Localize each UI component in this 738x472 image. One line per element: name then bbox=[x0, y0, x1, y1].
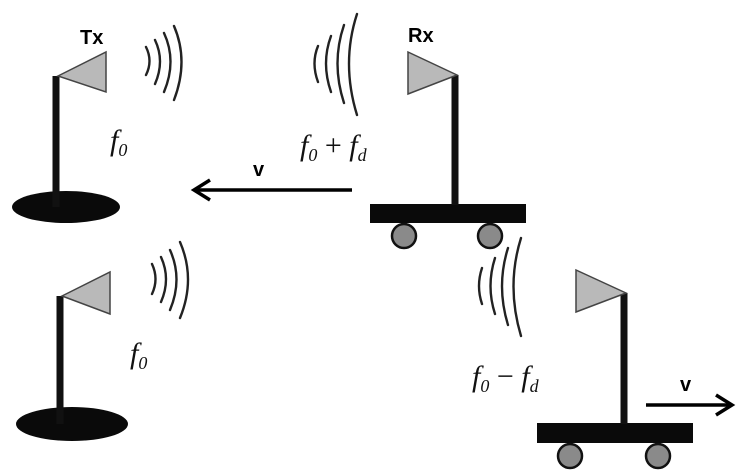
tx-top-signal-waves-icon bbox=[144, 24, 183, 102]
rx-bottom-frequency: f0 − fd bbox=[472, 360, 540, 396]
receiver-bottom bbox=[537, 268, 693, 470]
tx-label: Tx bbox=[80, 27, 103, 49]
rx-top-signal-waves-icon bbox=[313, 12, 359, 117]
transmitter-bottom bbox=[16, 270, 128, 441]
rx-label: Rx bbox=[408, 25, 434, 47]
tx-top-base bbox=[12, 191, 120, 223]
tx-top-frequency: f0 bbox=[110, 124, 127, 160]
transmitter-top: Tx bbox=[12, 27, 120, 223]
velocity-arrow-right bbox=[646, 393, 736, 417]
rx-bottom-wheel-right bbox=[644, 442, 672, 470]
rx-top-flag-icon bbox=[407, 50, 459, 96]
receiver-top: Rx bbox=[370, 25, 526, 250]
velocity-arrow-left bbox=[190, 178, 352, 202]
rx-bottom-flag-icon bbox=[575, 268, 628, 314]
tx-bottom-signal-waves-icon bbox=[150, 240, 190, 320]
rx-bottom-signal-waves-icon bbox=[477, 236, 523, 338]
velocity-label-right: v bbox=[680, 374, 692, 396]
rx-bottom-wheel-left bbox=[556, 442, 584, 470]
rx-top-cart-body bbox=[370, 204, 526, 223]
velocity-label-left: v bbox=[253, 159, 265, 181]
tx-top-flag-icon bbox=[56, 50, 107, 94]
rx-top-frequency: f0 + fd bbox=[300, 129, 368, 165]
rx-top-wheel-right bbox=[476, 222, 504, 250]
tx-bottom-frequency: f0 bbox=[130, 337, 147, 373]
tx-bottom-base bbox=[16, 407, 128, 441]
rx-top-wheel-left bbox=[390, 222, 418, 250]
tx-bottom-flag-icon bbox=[60, 270, 111, 316]
rx-bottom-cart-body bbox=[537, 423, 693, 443]
